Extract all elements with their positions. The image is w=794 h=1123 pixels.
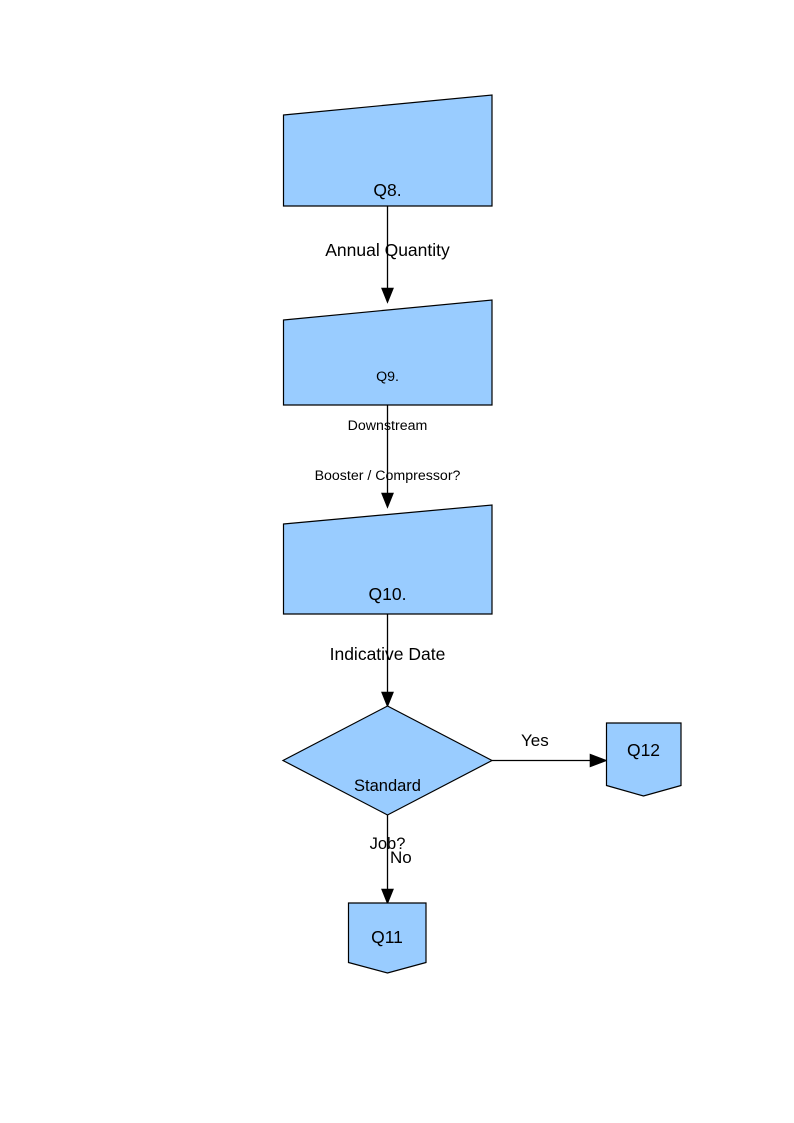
node-q9-shape[interactable]: [282, 299, 493, 406]
node-decision-shape[interactable]: [281, 705, 494, 816]
node-q8-shape[interactable]: [282, 94, 493, 207]
edge-label-yes: Yes: [521, 731, 549, 750]
edge-q9-to-q10-arrowhead: [381, 492, 394, 509]
edge-q10-to-decision-arrowhead: [381, 691, 394, 708]
node-q10-shape[interactable]: [282, 504, 493, 615]
edge-decision-to-q12-arrowhead: [589, 753, 608, 768]
edge-q8-to-q9-arrowhead: [381, 287, 394, 304]
edge-decision-to-q11-arrowhead: [381, 888, 394, 905]
node-q11-shape[interactable]: [347, 902, 427, 974]
edge-label-no: No: [390, 848, 412, 867]
node-q12-shape[interactable]: [605, 722, 682, 797]
